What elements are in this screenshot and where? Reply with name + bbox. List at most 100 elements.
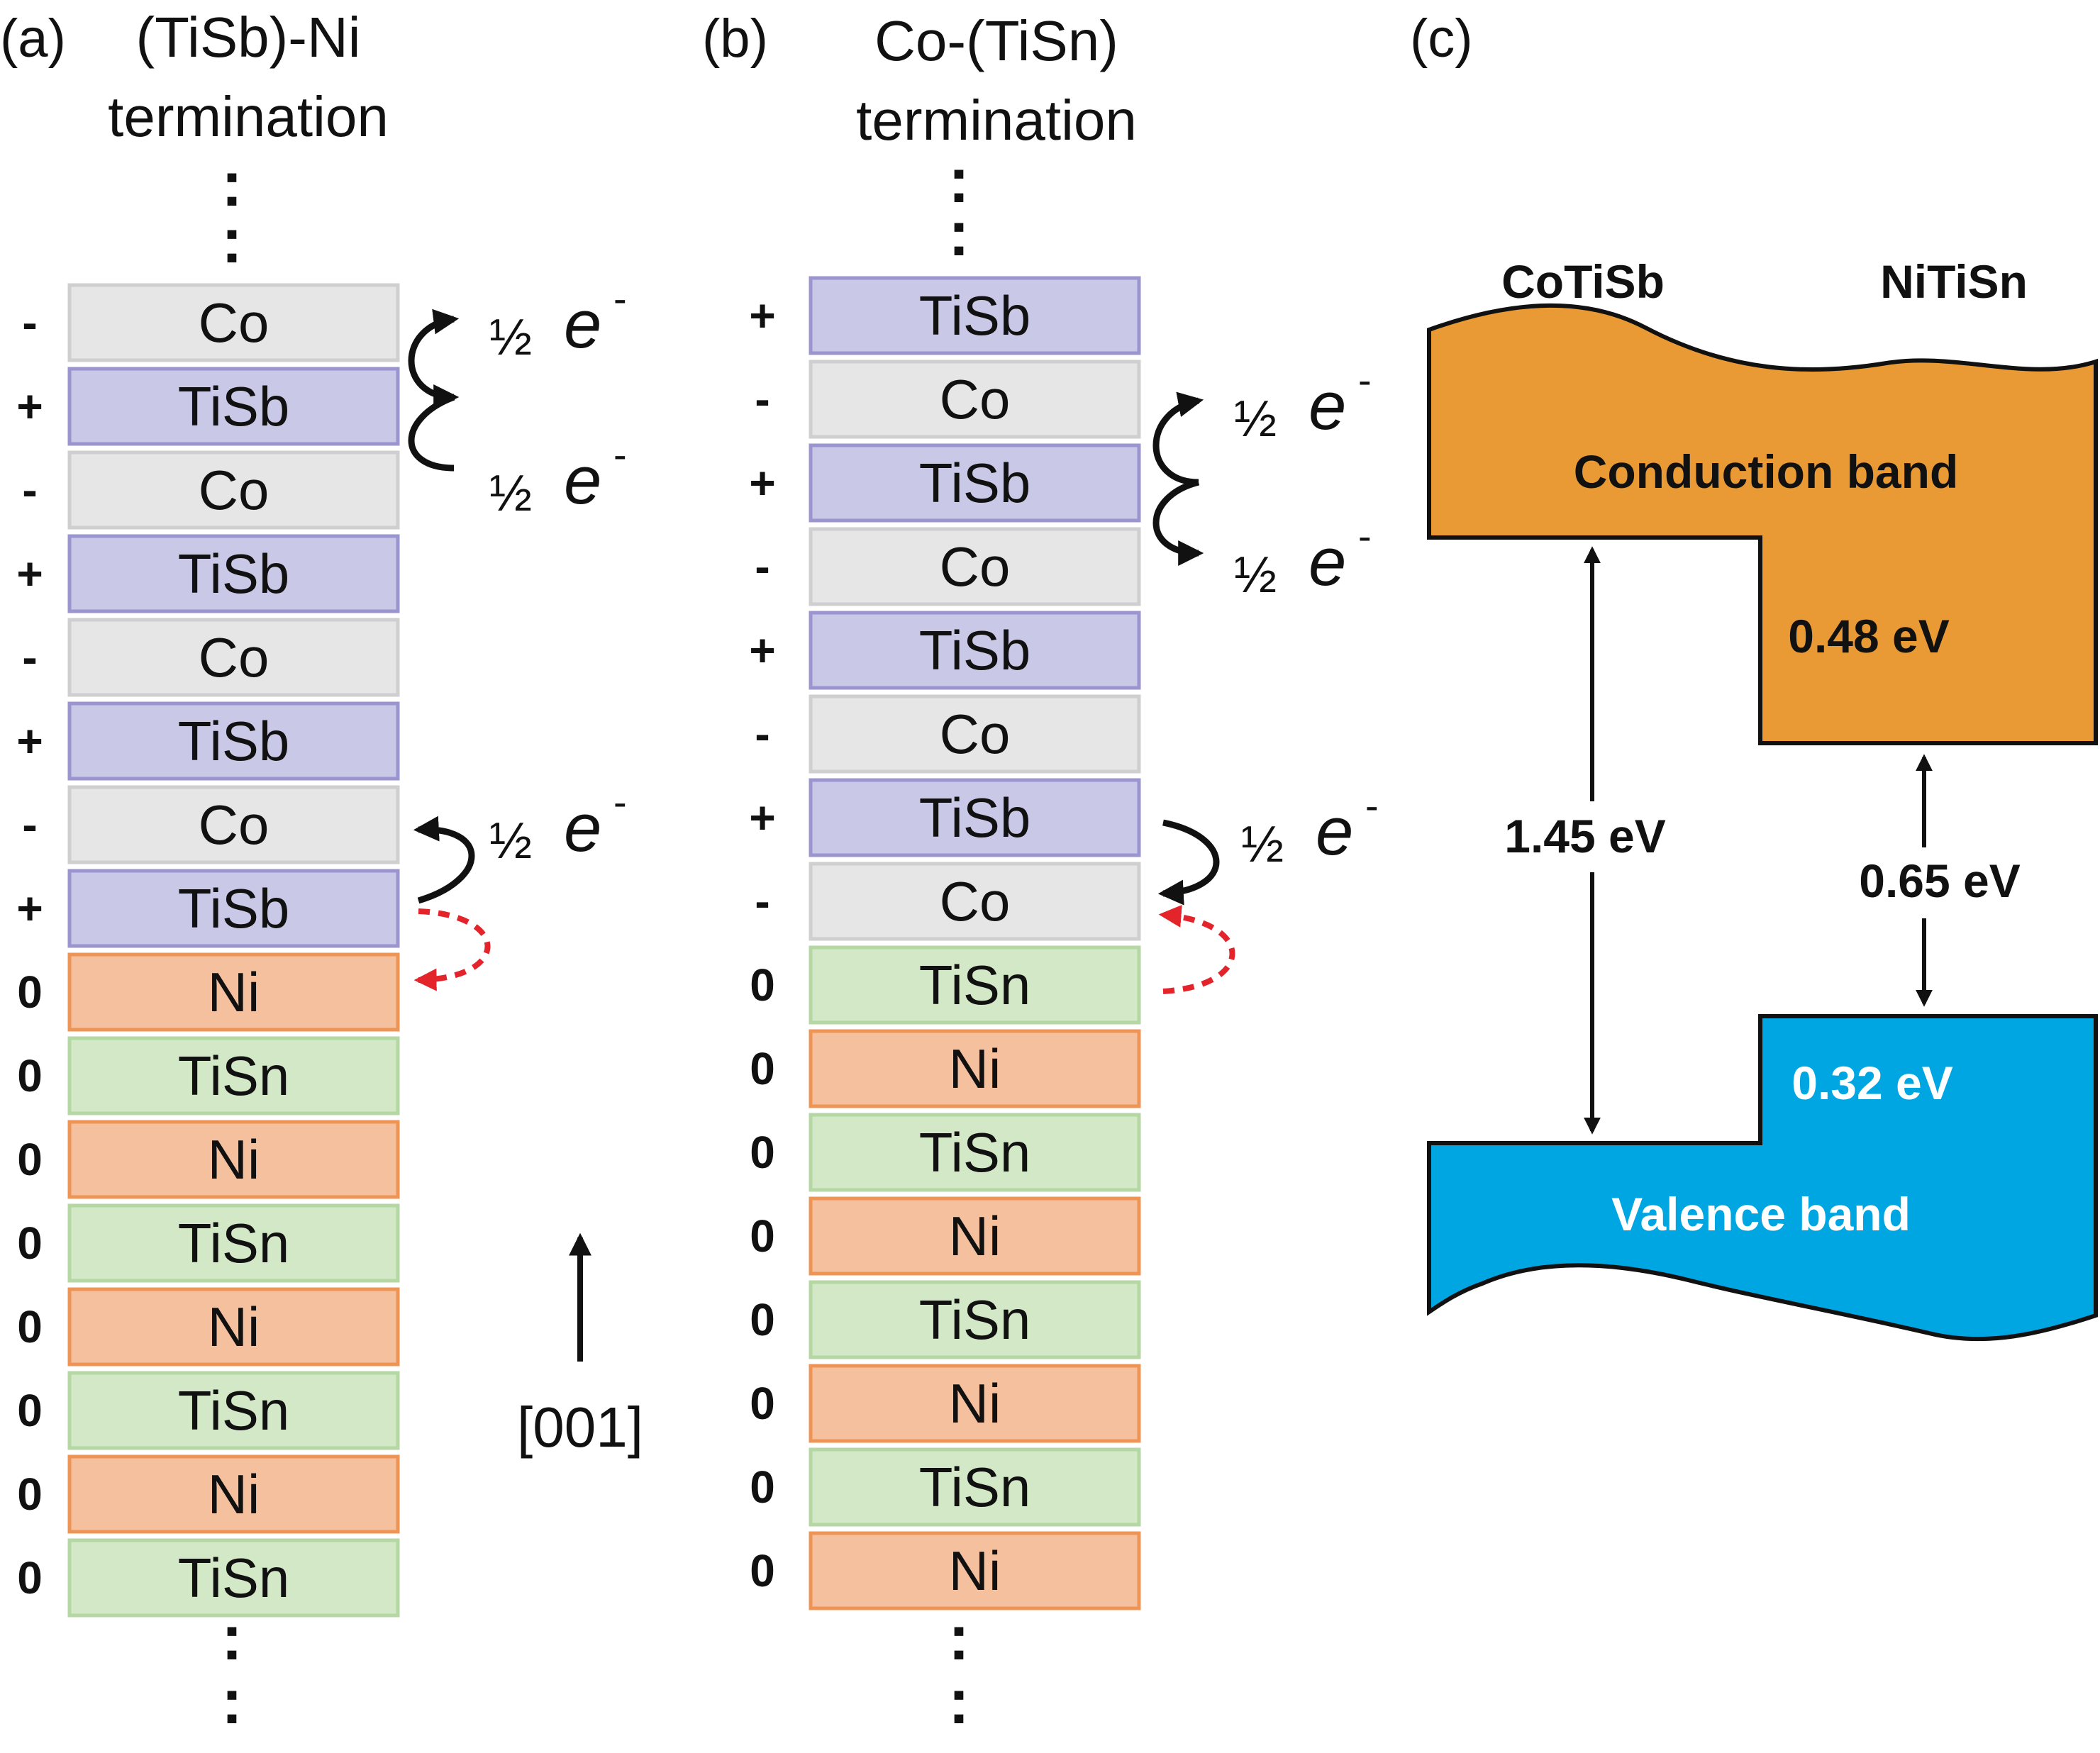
gap-left-label-bg xyxy=(1479,801,1706,872)
panel-a-title-line2: termination xyxy=(108,85,389,148)
electron-symbol: e xyxy=(564,443,601,518)
gap-right-label: 0.65 eV xyxy=(1859,855,2021,907)
layer-co xyxy=(809,694,1141,774)
layer-label: TiSb xyxy=(919,284,1031,347)
layer-tisb xyxy=(67,367,400,446)
half-label: ½ xyxy=(489,465,532,522)
layer-charge: 0 xyxy=(17,1552,43,1603)
layer-charge: 0 xyxy=(17,1050,43,1101)
layer-tisb xyxy=(809,443,1141,523)
layer-tisb xyxy=(67,869,400,948)
layer-co xyxy=(809,360,1141,439)
layer-label: TiSb xyxy=(178,710,290,772)
dashed-transfer-arrow xyxy=(413,908,491,991)
vb-offset-label: 0.32 eV xyxy=(1791,1057,1953,1109)
layer-charge: 0 xyxy=(17,967,43,1018)
layer-tisn xyxy=(67,1203,400,1283)
layer-label: Co xyxy=(940,703,1011,765)
panel-a: (a) (TiSb)-Ni termination : : Co-TiSb+Co… xyxy=(0,6,643,1737)
gap-left-label: 1.45 eV xyxy=(1504,810,1666,862)
half-label: ½ xyxy=(1241,816,1284,873)
layer-tisb xyxy=(809,778,1141,857)
panel-c: (c) CoTiSb NiTiSn Conduction band 0.48 e… xyxy=(1410,9,2098,1342)
layer-tisn xyxy=(67,1371,400,1450)
layer-tisb xyxy=(809,611,1141,690)
layer-charge: 0 xyxy=(17,1385,43,1436)
layer-ni xyxy=(809,1029,1141,1108)
layer-label: TiSn xyxy=(919,1456,1031,1518)
layer-charge: 0 xyxy=(750,1043,775,1094)
panel-b-title-line2: termination xyxy=(856,89,1137,152)
layer-label: Ni xyxy=(208,1463,260,1525)
layer-charge: - xyxy=(755,374,770,425)
layer-charge: - xyxy=(755,541,770,592)
layer-charge: 0 xyxy=(17,1469,43,1520)
layer-stack-a: Co-TiSb+Co-TiSb+Co-TiSb+Co-TiSb+Ni0TiSn0… xyxy=(16,283,400,1618)
layer-label: TiSb xyxy=(178,375,290,438)
half-label: ½ xyxy=(1234,547,1277,603)
electron-symbol: e xyxy=(564,790,601,866)
layer-ni xyxy=(809,1364,1141,1443)
ellipsis-top: : xyxy=(221,206,243,277)
layer-label: TiSn xyxy=(919,954,1031,1016)
layer-tisn xyxy=(67,1036,400,1115)
layer-ni xyxy=(67,1287,400,1367)
ellipsis-top: : xyxy=(221,149,243,220)
ellipsis-top: : xyxy=(948,199,970,269)
gap-right-label-bg xyxy=(1816,847,2035,918)
layer-label: TiSn xyxy=(178,1379,290,1442)
electron-symbol: e xyxy=(1309,368,1346,444)
layer-charge: - xyxy=(22,632,37,683)
half-label: ½ xyxy=(1234,391,1277,447)
direction-label: [001] xyxy=(517,1396,643,1459)
layer-charge: + xyxy=(749,457,775,508)
layer-tisb xyxy=(67,701,400,781)
layer-tisn xyxy=(809,1280,1141,1359)
layer-co xyxy=(67,785,400,864)
interface-transfer-arrow xyxy=(413,816,475,904)
panel-b-title-line1: Co-(TiSn) xyxy=(874,9,1118,72)
half-label: ½ xyxy=(489,309,532,366)
layer-tisb xyxy=(809,276,1141,355)
layer-label: TiSn xyxy=(919,1289,1031,1351)
layer-charge: 0 xyxy=(17,1218,43,1269)
ellipsis-bottom: : xyxy=(221,1666,243,1737)
layer-label: Ni xyxy=(949,1037,1001,1100)
layer-ni xyxy=(67,952,400,1032)
layer-label: TiSb xyxy=(919,786,1031,849)
electron-charge-sign: - xyxy=(613,276,627,321)
half-label: ½ xyxy=(489,813,532,869)
layer-co xyxy=(67,283,400,362)
layer-label: TiSb xyxy=(919,452,1031,514)
cb-offset-label: 0.48 eV xyxy=(1788,610,1950,662)
layer-label: Co xyxy=(199,794,270,856)
layer-co xyxy=(67,450,400,530)
layer-label: Co xyxy=(940,535,1011,598)
layer-tisb xyxy=(67,534,400,613)
charge-transfer-arrow xyxy=(1152,391,1204,486)
electron-symbol: e xyxy=(1309,524,1346,600)
layer-tisn xyxy=(809,1447,1141,1527)
electron-charge-sign: - xyxy=(1365,783,1379,828)
layer-label: TiSn xyxy=(919,1121,1031,1184)
layer-charge: 0 xyxy=(17,1301,43,1352)
layer-label: Co xyxy=(199,626,270,689)
layer-co xyxy=(67,618,400,697)
valence-band-label: Valence band xyxy=(1611,1188,1911,1240)
layer-charge: - xyxy=(22,464,37,516)
layer-label: Ni xyxy=(208,1128,260,1191)
layer-charge: 0 xyxy=(750,1462,775,1513)
layer-charge: 0 xyxy=(750,1294,775,1345)
layer-charge: + xyxy=(16,548,43,599)
layer-charge: + xyxy=(749,290,775,341)
layer-ni xyxy=(809,1531,1141,1610)
layer-label: TiSb xyxy=(178,877,290,940)
layer-stack-b: TiSb+Co-TiSb+Co-TiSb+Co-TiSb+Co-TiSn0Ni0… xyxy=(749,276,1141,1610)
panel-b-label: (b) xyxy=(702,9,768,69)
layer-label: Co xyxy=(940,368,1011,430)
layer-charge: 0 xyxy=(750,1545,775,1596)
layer-charge: + xyxy=(16,716,43,767)
layer-charge: - xyxy=(755,708,770,759)
layer-charge: - xyxy=(22,799,37,850)
